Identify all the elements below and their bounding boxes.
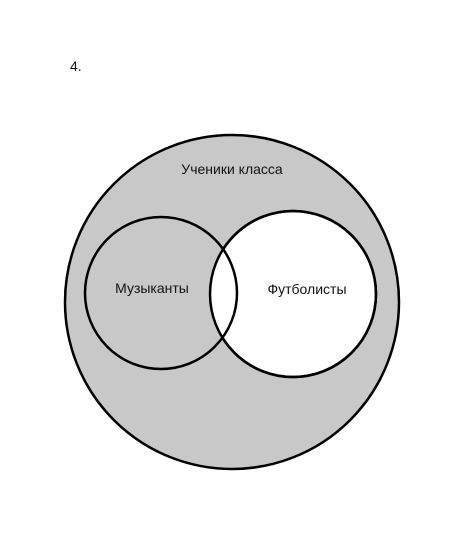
right-set-outline bbox=[208, 209, 378, 379]
right-set-label: Футболисты bbox=[267, 281, 346, 297]
outer-set-label: Ученики класса bbox=[181, 161, 283, 177]
task-number: 4. bbox=[70, 58, 82, 74]
left-set-outline bbox=[83, 215, 239, 371]
left-set-label: Музыканты bbox=[115, 280, 189, 296]
left-set-fill bbox=[85, 217, 237, 369]
